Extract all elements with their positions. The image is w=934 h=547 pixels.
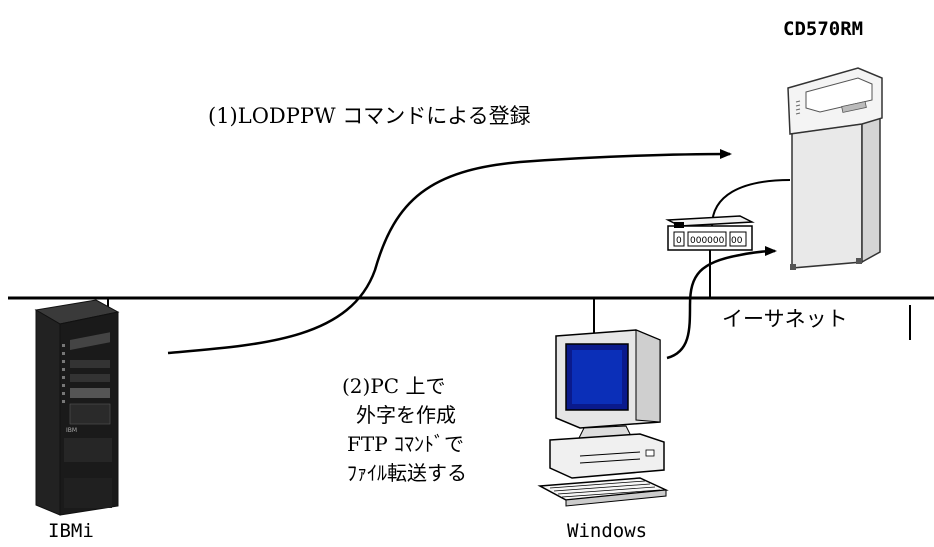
svg-text:00: 00 (731, 236, 743, 246)
step2-line-3: FTP ｺﾏﾝﾄﾞで (347, 432, 465, 456)
server-name-label: IBMi (48, 520, 94, 542)
step2-line-2: 外字を作成 (356, 403, 456, 427)
printer-model-label: CD570RM (783, 18, 864, 40)
step2-label: (2)PC 上で 外字を作成 FTP ｺﾏﾝﾄﾞで ﾌｧｲﾙ転送する (342, 372, 467, 488)
desktop-pc-icon (537, 329, 669, 507)
ethernet-label: イーサネット (722, 307, 848, 331)
svg-text:IBM: IBM (66, 427, 77, 434)
step1-label: (1)LODPPW コマンドによる登録 (208, 104, 531, 128)
step2-line-4: ﾌｧｲﾙ転送する (347, 461, 467, 485)
step2-line-1: (2)PC 上で (342, 374, 446, 398)
tower-server-icon: IBM (34, 299, 120, 516)
svg-text:000000: 000000 (690, 236, 725, 246)
svg-text:0: 0 (676, 236, 682, 246)
pc-name-label: Windows (567, 520, 648, 542)
arrow-step2 (666, 246, 777, 360)
arrow-step1 (167, 149, 732, 355)
line-printer-icon (787, 67, 883, 270)
network-box-icon: 0 000000 00 (665, 215, 755, 251)
